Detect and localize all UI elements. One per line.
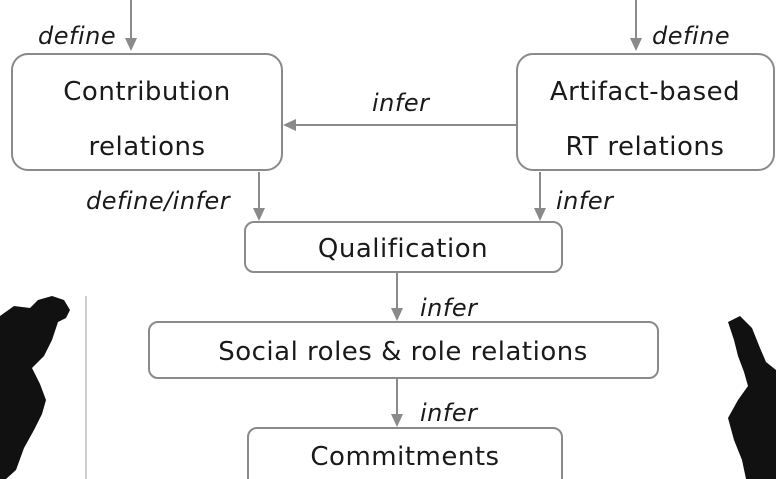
dancing-figure-right-icon [728,316,776,479]
node-commitments-label: Commitments [310,442,499,472]
arrow-infer-right [534,172,546,221]
arrow-infer-top [283,119,516,131]
edge-label-define-right: define [652,22,730,50]
node-artifact-rt-relations: Artifact-based RT relations [516,53,775,171]
node-qualification: Qualification [244,221,563,273]
edge-label-infer-qualification: infer [420,294,479,322]
edge-label-infer-top: infer [372,89,431,117]
node-contribution-relations: Contribution relations [11,53,283,171]
arrow-infer-qualification [391,273,403,321]
node-artifact-line-2: RT relations [566,132,725,162]
node-social-label: Social roles & role relations [218,337,588,367]
node-social-roles: Social roles & role relations [148,321,659,379]
edge-label-infer-right: infer [556,187,615,215]
node-qualification-label: Qualification [318,234,488,264]
node-contribution-line-1: Contribution [63,77,230,107]
edge-label-infer-social: infer [420,399,479,427]
arrow-define-infer [253,172,265,221]
arrow-define-right [630,0,642,51]
edge-label-define-infer: define/infer [86,187,232,215]
dancing-figure-left-icon [0,296,70,479]
node-contribution-line-2: relations [88,132,205,162]
arrow-infer-social [391,379,403,427]
node-artifact-line-1: Artifact-based [550,77,740,107]
node-commitments: Commitments [247,427,563,479]
arrow-define-left [125,0,137,51]
edge-label-define-left: define [38,22,116,50]
